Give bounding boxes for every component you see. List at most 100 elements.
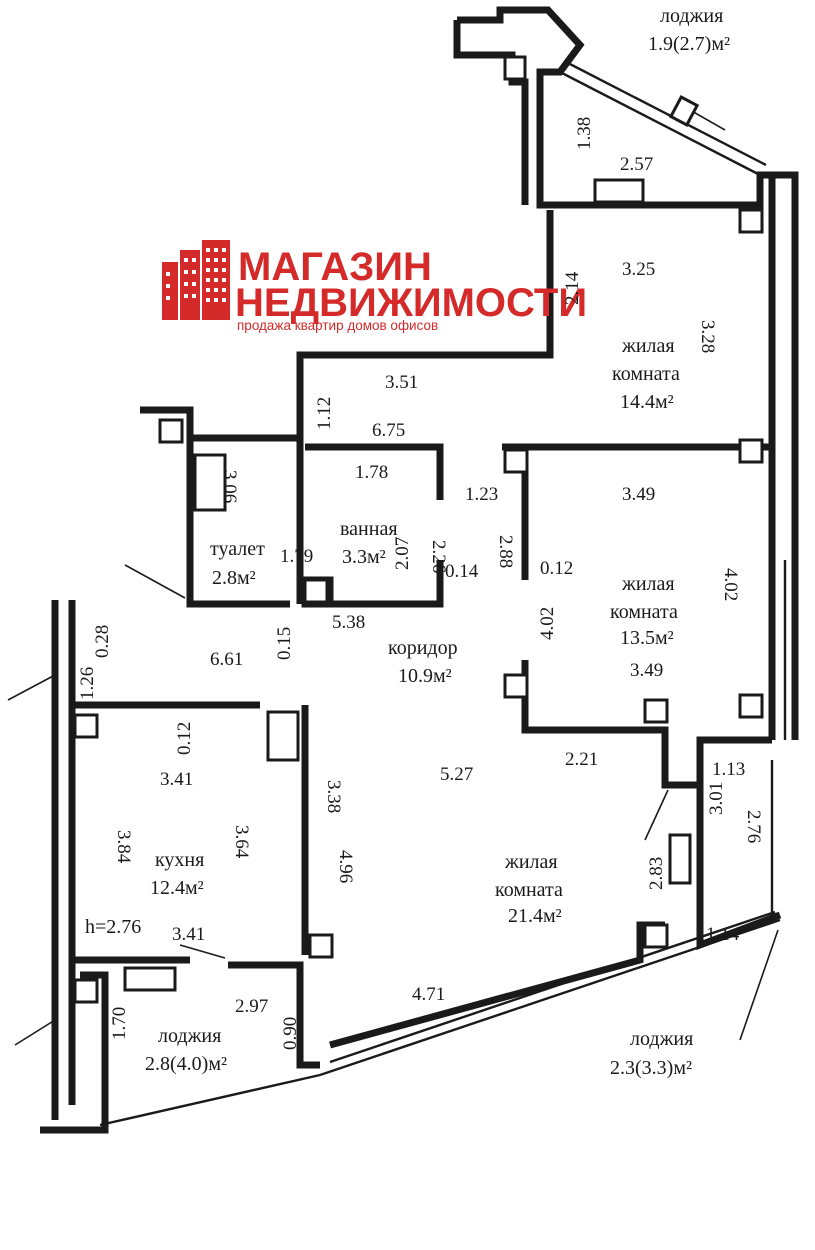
dim: 3.49	[622, 484, 655, 505]
walls	[7, 6, 799, 1134]
loggia-top-rail2	[565, 60, 767, 167]
dim: 6.75	[372, 420, 405, 441]
bath-area: 3.3м²	[342, 546, 386, 568]
living1-area: 14.4м²	[620, 391, 674, 413]
living1-name-1: жилая	[621, 335, 675, 357]
wall-wc-left	[186, 438, 290, 608]
dim: 0.14	[445, 561, 479, 582]
dim: 0.12	[174, 722, 195, 755]
loggia-left-name: лоджия	[158, 1025, 221, 1047]
dimension-labels: 1.38 2.57 2.14 3.25 3.28 3.51 1.12 6.75 …	[77, 117, 764, 1050]
logo-title-line1: МАГАЗИН	[238, 245, 432, 289]
dim: 1.12	[314, 397, 335, 430]
dim: 0.15	[274, 627, 295, 660]
stove-fixture	[266, 710, 300, 762]
column	[73, 713, 99, 739]
kitchen-area: 12.4м²	[150, 877, 204, 899]
column	[158, 418, 184, 444]
loggia-left-rail	[99, 1073, 321, 1127]
column	[503, 55, 527, 81]
column	[738, 693, 764, 719]
leader-1	[124, 564, 186, 599]
living1-name-2: комната	[612, 363, 680, 385]
dim: 3.64	[231, 825, 252, 859]
dim: 3.38	[323, 780, 344, 813]
living3-name-2: комната	[495, 879, 563, 901]
wall-room2-left-low	[521, 660, 772, 789]
dim: 1.38	[574, 117, 595, 150]
dim: 4.96	[335, 850, 356, 883]
living3-area: 21.4м²	[508, 905, 562, 927]
loggia-right-name: лоджия	[630, 1028, 693, 1050]
leader-2	[7, 674, 56, 701]
loggia-top-name: лоджия	[660, 5, 723, 27]
loggia-right-area: 2.3(3.3)м²	[610, 1057, 692, 1079]
dim: 4.71	[412, 984, 445, 1005]
dim: 3.25	[622, 259, 655, 280]
column	[503, 448, 529, 474]
column	[668, 95, 700, 127]
kitchen-name: кухня	[155, 849, 204, 871]
dim: 2.14	[562, 271, 583, 305]
dim: 3.28	[697, 320, 718, 353]
column	[73, 978, 99, 1004]
column	[503, 673, 529, 699]
logo-title-line2: НЕДВИЖИМОСТИ	[235, 281, 587, 325]
dim: 3.49	[630, 660, 663, 681]
wall-right-loggia	[696, 785, 782, 951]
dim: 4.02	[537, 607, 558, 640]
column	[308, 933, 334, 959]
column	[303, 578, 329, 604]
kitchen-height: h=2.76	[85, 916, 141, 938]
dim: 3.01	[706, 782, 727, 815]
loggia-top-area: 1.9(2.7)м²	[648, 33, 730, 55]
bath-name: ванная	[340, 518, 398, 540]
building-icon	[162, 240, 230, 320]
living2-name-1: жилая	[621, 573, 675, 595]
toilet-name: туалет	[210, 538, 265, 560]
dim: 1.79	[280, 546, 313, 567]
corridor-area: 10.9м²	[398, 665, 452, 687]
leader-3	[14, 1019, 56, 1046]
column	[643, 923, 669, 949]
corridor-name: коридор	[388, 637, 458, 659]
logo: МАГАЗИН НЕДВИЖИМОСТИ продажа квартир дом…	[162, 240, 587, 333]
room-labels: лоджия 1.9(2.7)м² жилая комната 14.4м² ж…	[85, 5, 730, 1079]
toilet-fixture	[193, 453, 227, 512]
leader-4	[644, 789, 669, 841]
living2-area: 13.5м²	[620, 627, 674, 649]
dim: 3.41	[172, 924, 205, 945]
dim: 0.90	[280, 1017, 301, 1050]
radiator-fixture	[123, 966, 177, 992]
dim: 3.41	[160, 769, 193, 790]
dim: 6.61	[210, 649, 243, 670]
loggia-left-area: 2.8(4.0)м²	[145, 1053, 227, 1075]
column	[643, 698, 669, 724]
dim: 1.14	[706, 924, 740, 945]
column	[738, 208, 764, 234]
wall-living3-bottom	[329, 921, 665, 1049]
columns	[73, 55, 764, 1004]
leader-7	[689, 109, 726, 131]
radiator-fixture	[668, 833, 692, 885]
dim: 1.70	[109, 1007, 130, 1040]
wall-bath-top	[305, 443, 444, 500]
living3-name-1: жилая	[504, 851, 558, 873]
dim: 1.26	[77, 667, 98, 700]
dim: 3.51	[385, 372, 418, 393]
loggia-top-rail	[559, 70, 761, 177]
dim: 1.23	[465, 484, 498, 505]
dim: 2.21	[565, 749, 598, 770]
radiator-fixture	[593, 178, 645, 204]
wall-loggia-left	[40, 971, 109, 1134]
dim: 3.84	[113, 830, 134, 864]
wall-top-loggia	[457, 6, 799, 740]
wall-top-loggia-left	[453, 20, 529, 205]
dim: 3.06	[219, 470, 240, 503]
leader-5	[179, 944, 226, 959]
living2-name-2: комната	[610, 601, 678, 623]
dim: 1.13	[712, 759, 745, 780]
dim: 2.76	[743, 810, 764, 843]
dim: 1.78	[355, 462, 388, 483]
